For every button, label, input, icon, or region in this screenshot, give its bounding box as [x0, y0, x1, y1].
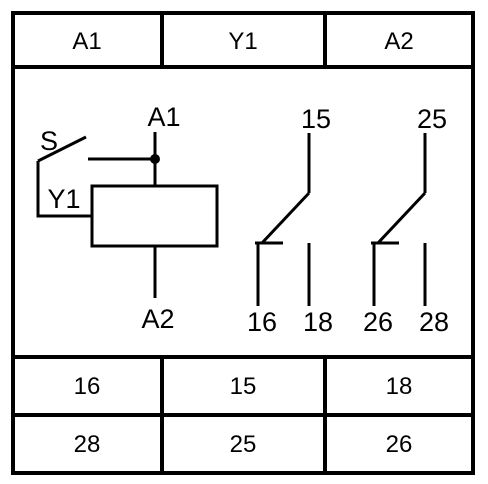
coil-labels: A1 A2 S Y1: [40, 102, 181, 334]
changeover-contact-1: [255, 133, 311, 306]
contact1-no-label: 18: [303, 307, 333, 337]
coil-a1-label: A1: [147, 102, 180, 132]
junction-dot: [150, 154, 160, 164]
bottom-row2-cell-2: 25: [230, 431, 257, 458]
bottom-row2-cell-1: 28: [74, 431, 101, 458]
contact1-nc-label: 16: [247, 307, 277, 337]
contact2-no-label: 28: [419, 307, 449, 337]
outer-border: [11, 11, 475, 475]
contact2-common-label: 25: [417, 104, 447, 134]
bottom-row1-cell-2: 15: [230, 373, 257, 400]
top-terminal-row: A1 Y1 A2: [72, 28, 413, 55]
contact2-labels: 25 26 28: [363, 104, 449, 337]
top-cell-2: Y1: [228, 28, 257, 55]
changeover-contact-2: [371, 133, 427, 306]
bottom-row1-cell-1: 16: [74, 373, 101, 400]
contact1-labels: 15 16 18: [247, 104, 333, 337]
contact1-common-label: 15: [301, 104, 331, 134]
control-y1-label: Y1: [47, 184, 80, 214]
top-cell-1: A1: [72, 28, 101, 55]
y1-control-wire: [36, 161, 92, 218]
terminal-frame: [11, 11, 475, 475]
coil-a2-label: A2: [141, 304, 174, 334]
bottom-row1-cell-3: 18: [386, 373, 413, 400]
contact2-nc-label: 26: [363, 307, 393, 337]
coil-circuit: [36, 132, 219, 298]
contact2-blade: [376, 191, 427, 245]
switch-s-label: S: [40, 126, 58, 156]
relay-coil: [90, 184, 219, 248]
contact1-blade: [260, 191, 311, 245]
bottom-terminal-rows: 16 15 18 28 25 26: [74, 373, 413, 458]
top-cell-3: A2: [384, 28, 413, 55]
bottom-row2-cell-3: 26: [386, 431, 413, 458]
switch-s-blade: [37, 135, 87, 163]
